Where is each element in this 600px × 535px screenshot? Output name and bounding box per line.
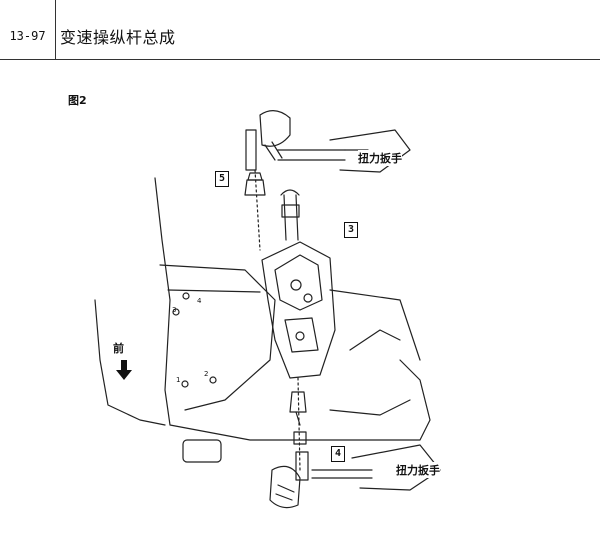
part-number-4: 4: [331, 446, 345, 462]
figure-label: 图2: [68, 94, 87, 107]
floor-marker-3: 3: [172, 306, 177, 314]
floor-marker-4: 4: [197, 297, 202, 305]
section-title: 变速操纵杆总成: [60, 28, 176, 47]
floor-marker-1: 1: [176, 376, 181, 384]
top-wrench-callout: 扭力扳手: [358, 150, 402, 166]
floor-opening: [182, 439, 222, 463]
shift-lever-illustration: [94, 110, 441, 509]
part-number-5: 5: [215, 171, 229, 187]
bottom-nut: [289, 391, 307, 413]
front-label: 前: [113, 342, 124, 355]
page-header: 13-97 变速操纵杆总成: [0, 0, 600, 60]
shift-lever-bracket: [261, 241, 336, 379]
top-socket: [245, 129, 257, 171]
top-torque-wrench: [277, 149, 346, 161]
floor-marker-2: 2: [204, 370, 209, 378]
page-number: 13-97: [0, 0, 56, 60]
floor-panel: [154, 177, 431, 441]
front-arrow-icon: [116, 360, 132, 380]
top-nut: [244, 179, 266, 196]
part-number-3: 3: [344, 222, 358, 238]
bottom-wrench-callout: 扭力扳手: [396, 462, 440, 478]
bottom-torque-wrench: [311, 469, 373, 479]
bottom-socket: [295, 451, 309, 481]
